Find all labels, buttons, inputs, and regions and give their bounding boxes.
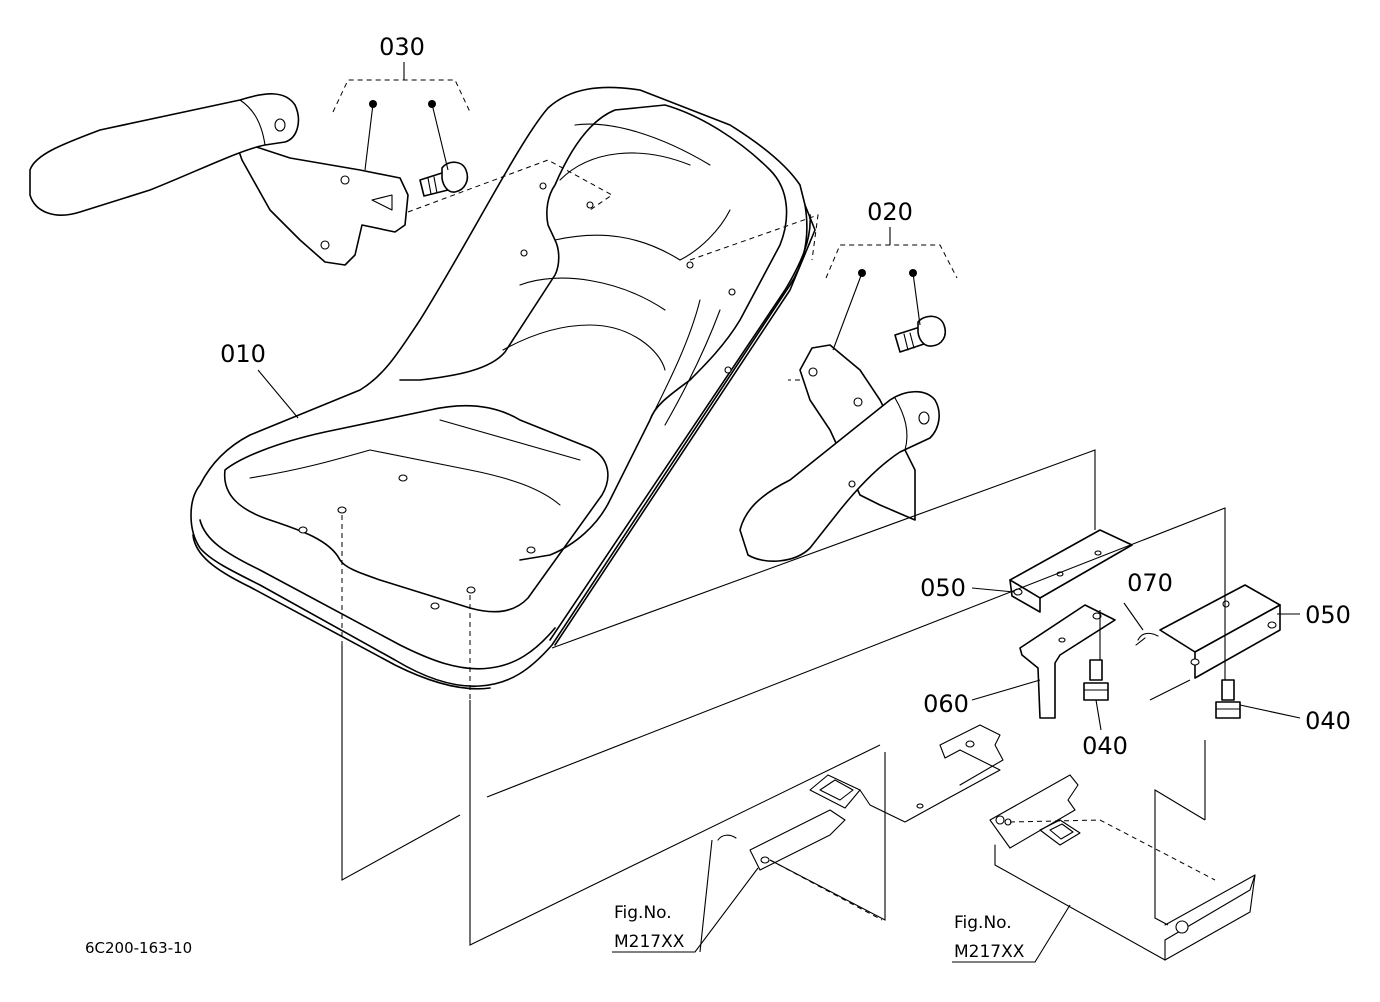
label-020: 020 xyxy=(867,198,913,226)
bolt-040-b xyxy=(1215,679,1241,719)
label-070: 070 xyxy=(1127,569,1173,597)
armrest-left-030 xyxy=(29,93,409,266)
bolt-020 xyxy=(894,315,947,353)
label-040-b: 040 xyxy=(1305,707,1351,735)
alignment-lines xyxy=(341,449,1226,946)
figure-ref-left-line1: Fig.No. xyxy=(614,903,672,923)
bolt-040-a xyxy=(1083,659,1109,701)
seat-frame-reference xyxy=(717,724,1256,961)
pin-070 xyxy=(1135,632,1159,646)
drawing-code: 6C200-163-10 xyxy=(85,939,192,957)
bracket-050-right xyxy=(1159,584,1281,679)
group-bracket-020 xyxy=(825,227,958,351)
figure-ref-right: Fig.No. M217XX xyxy=(954,913,1025,962)
label-050-left: 050 xyxy=(920,574,966,602)
armrest-right-020 xyxy=(739,344,940,562)
figure-ref-right-line1: Fig.No. xyxy=(954,913,1012,933)
seat-010 xyxy=(190,86,816,690)
bolt-030 xyxy=(419,161,469,197)
group-bracket-030 xyxy=(332,62,471,171)
label-030: 030 xyxy=(379,33,425,61)
bracket-050-left xyxy=(1009,529,1133,613)
figure-ref-left: Fig.No. M217XX xyxy=(614,903,685,952)
label-040-a: 040 xyxy=(1082,732,1128,760)
figure-ref-right-line2: M217XX xyxy=(954,942,1025,962)
label-010: 010 xyxy=(220,340,266,368)
label-060: 060 xyxy=(923,690,969,718)
figure-ref-left-line2: M217XX xyxy=(614,932,685,952)
label-050-right: 050 xyxy=(1305,601,1351,629)
